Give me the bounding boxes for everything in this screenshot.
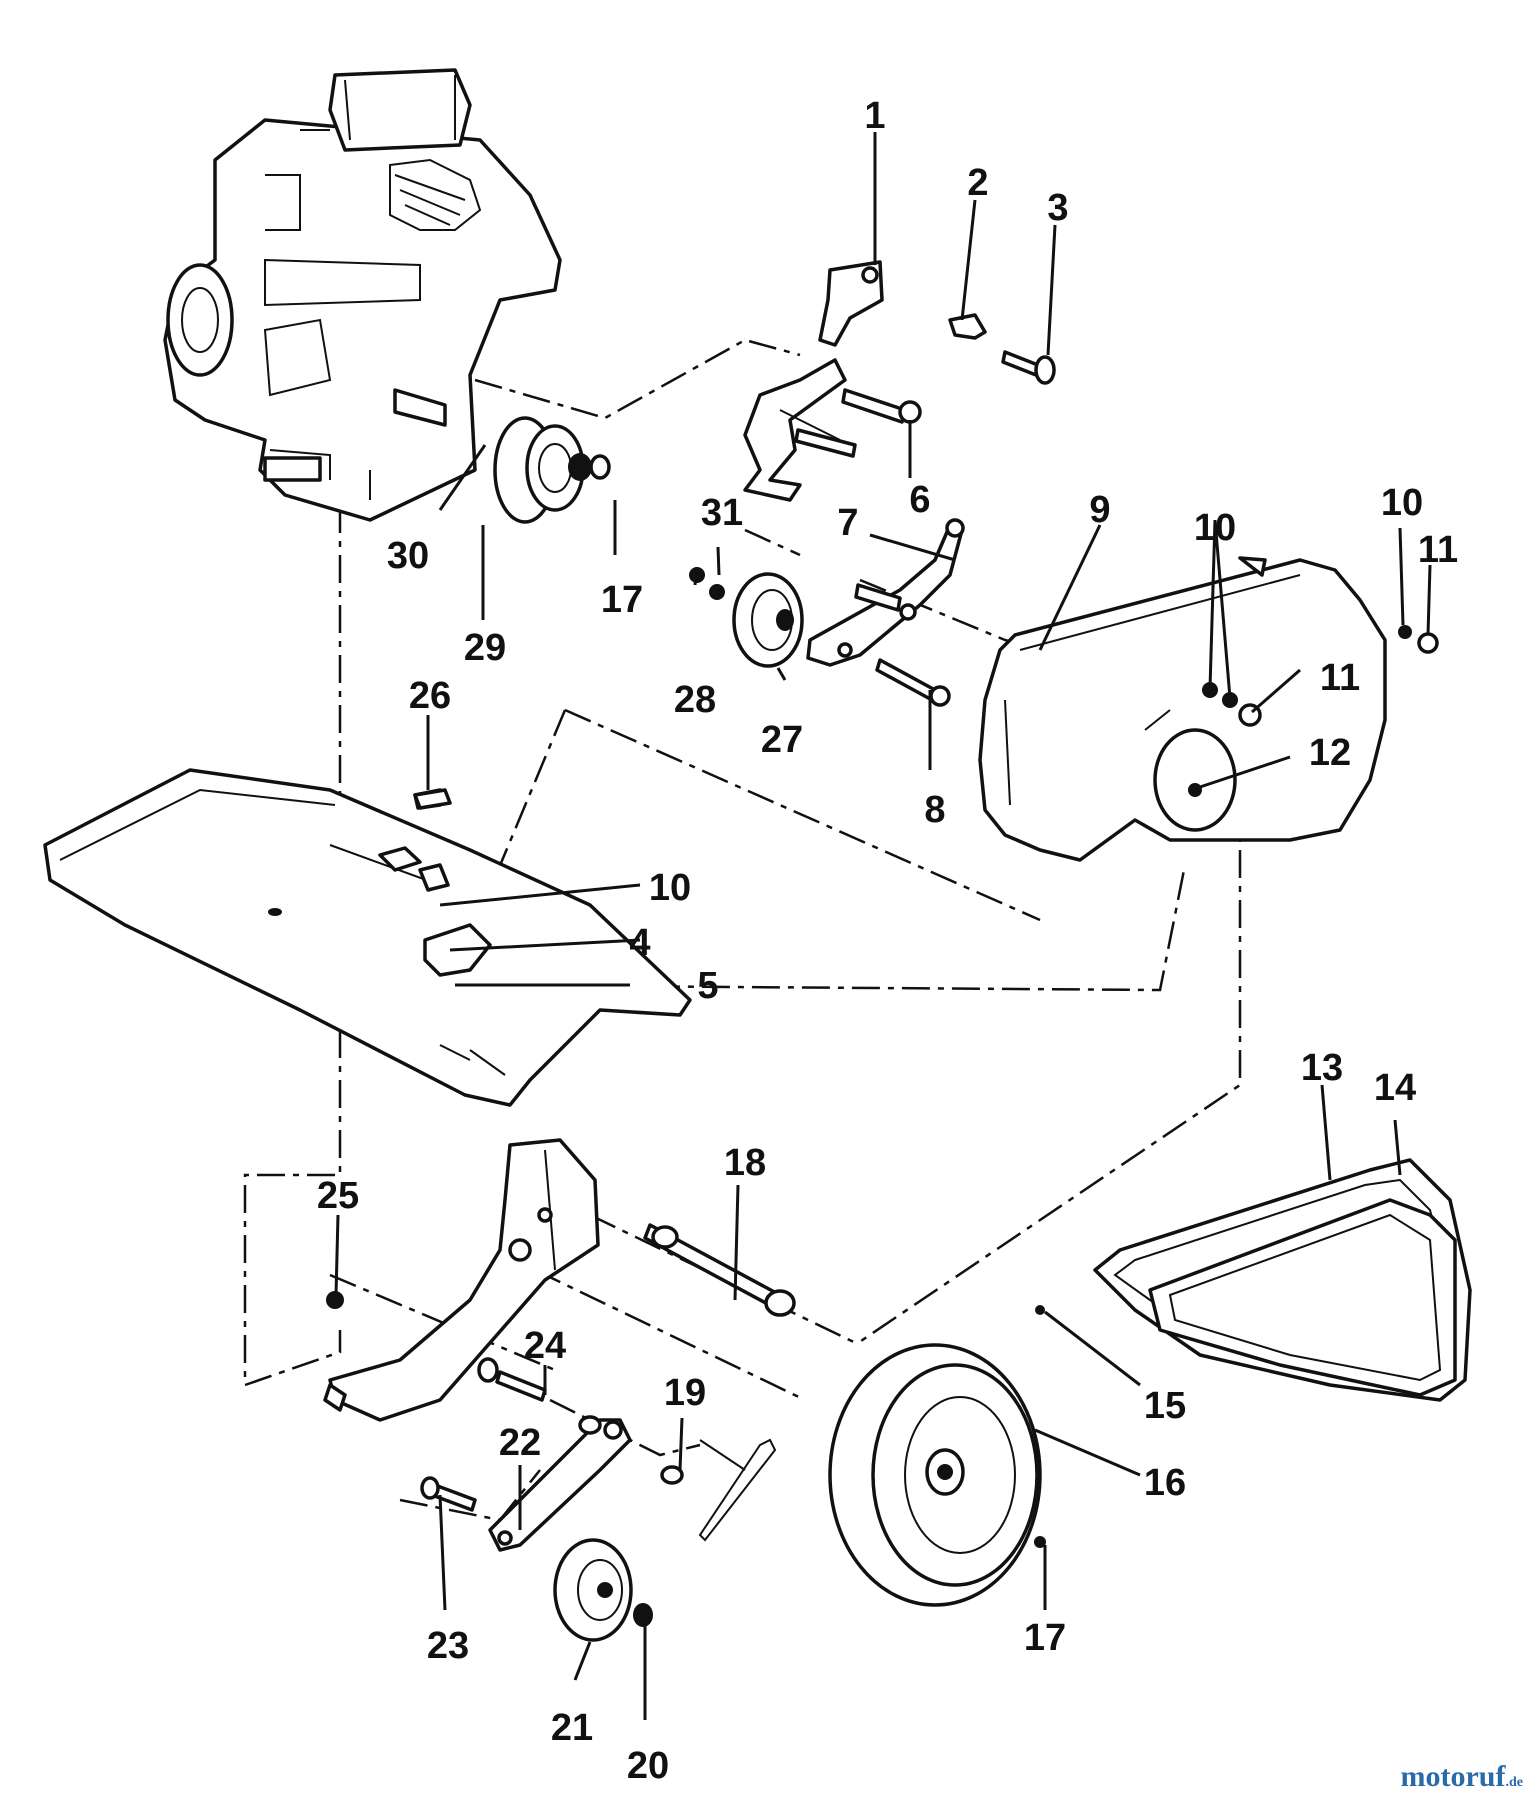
drive-belts	[1093, 1158, 1472, 1402]
callout-12: 12	[1309, 732, 1351, 774]
callout-19: 19	[664, 1372, 706, 1414]
callout-11a: 11	[1418, 529, 1458, 571]
mounting-bracket	[743, 260, 922, 502]
watermark-logo: motoruf.de	[1401, 1760, 1523, 1794]
callout-17a: 17	[601, 579, 643, 621]
callout-16: 16	[1144, 1462, 1186, 1504]
callout-7: 7	[837, 502, 858, 544]
watermark-suffix: .de	[1505, 1775, 1524, 1790]
callout-17b: 17	[1024, 1617, 1066, 1659]
tine-pulley	[828, 1305, 1046, 1607]
callout-30: 30	[387, 535, 429, 577]
callout-3: 3	[1047, 187, 1068, 229]
callout-labels: 1 2 3 4 5 6 7 8 9 10 10 10 10 11 11 12 1…	[317, 95, 1458, 1787]
clip-and-bolt	[948, 313, 1056, 385]
callout-5: 5	[697, 965, 718, 1007]
callout-29: 29	[464, 627, 506, 669]
callout-14: 14	[1374, 1067, 1416, 1109]
callout-18: 18	[724, 1142, 766, 1184]
callout-15: 15	[1144, 1385, 1186, 1427]
tension-arm	[326, 1291, 777, 1642]
callout-10a: 10	[1194, 507, 1236, 549]
callout-26: 26	[409, 675, 451, 717]
callout-13: 13	[1301, 1047, 1343, 1089]
callout-27: 27	[761, 719, 803, 761]
callout-6: 6	[909, 479, 930, 521]
callout-31: 31	[701, 492, 743, 534]
callout-2: 2	[967, 162, 988, 204]
callout-21: 21	[551, 1707, 593, 1749]
callout-10c: 10	[649, 867, 691, 909]
idler-pulley	[689, 567, 804, 668]
callout-11b: 11	[1320, 657, 1360, 699]
callout-22: 22	[499, 1422, 541, 1464]
callout-1: 1	[864, 95, 885, 137]
callout-24: 24	[524, 1325, 566, 1367]
leader-lines	[334, 132, 1432, 1720]
callout-20: 20	[627, 1745, 669, 1787]
clip-26	[413, 788, 452, 810]
callout-25: 25	[317, 1175, 359, 1217]
callout-9: 9	[1089, 489, 1110, 531]
callout-8: 8	[924, 789, 945, 831]
engine	[163, 68, 562, 522]
lower-bracket	[323, 1138, 796, 1422]
idler-arm	[806, 518, 965, 707]
callout-23: 23	[427, 1625, 469, 1667]
engine-pulley	[493, 416, 611, 524]
watermark-part1: motoruf	[1400, 1760, 1506, 1793]
belt-cover	[978, 556, 1439, 862]
callout-4: 4	[629, 922, 650, 964]
callout-28: 28	[674, 679, 716, 721]
callout-10b: 10	[1381, 482, 1423, 524]
tine-shield	[43, 768, 692, 1107]
